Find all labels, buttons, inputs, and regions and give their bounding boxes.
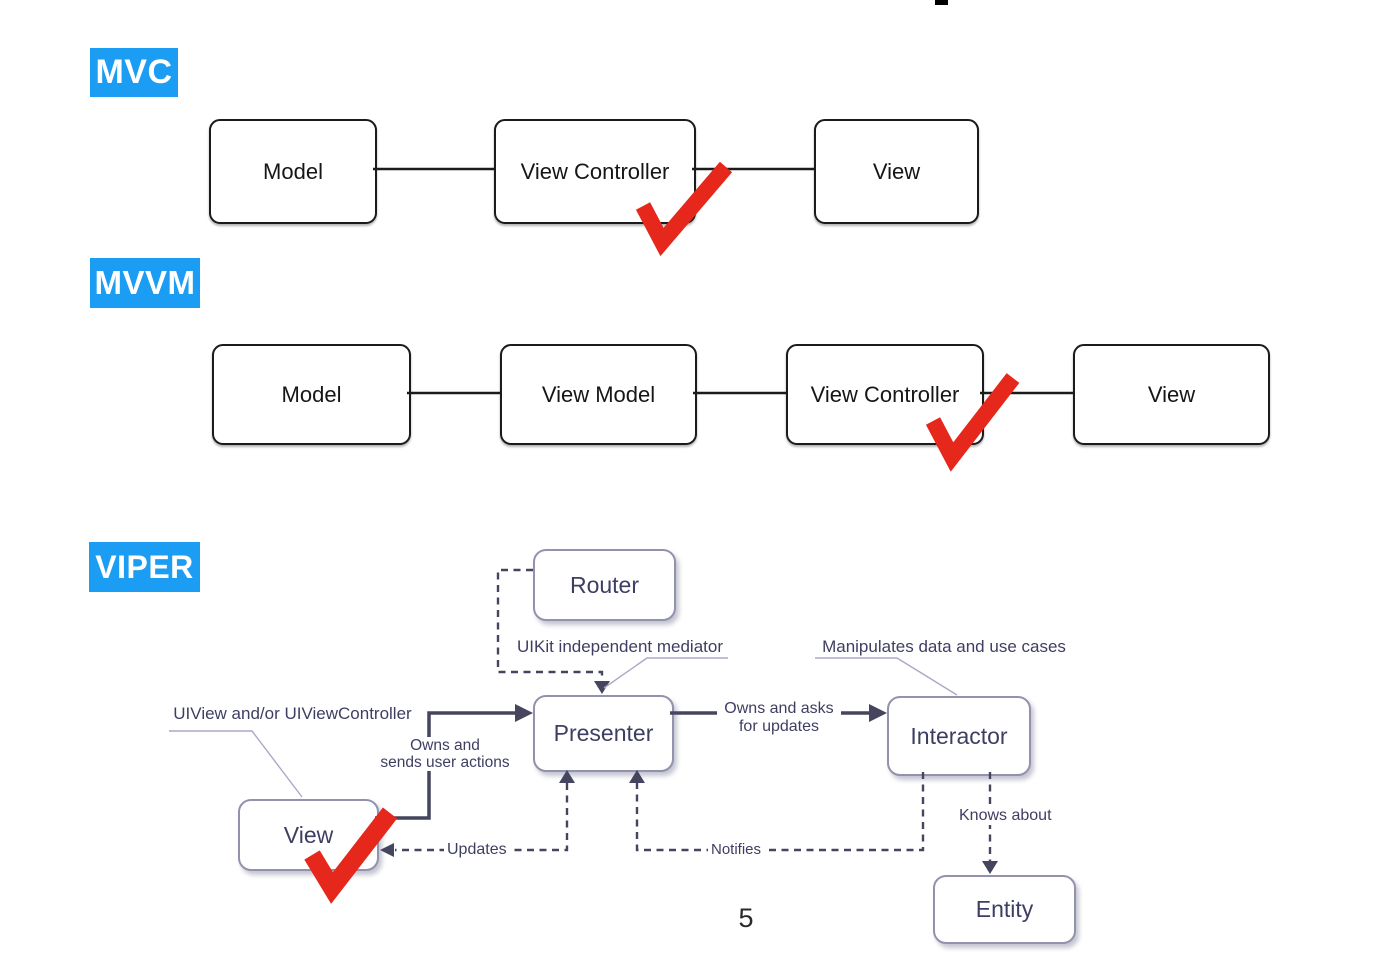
viper-router-box: Router [533,549,676,621]
mvvm-view-controller-label: View Controller [810,381,960,407]
mvc-section-tag: MVC [90,48,178,97]
mvc-view-controller-box: View Controller [494,119,696,224]
page-number: 5 [738,903,754,933]
mvc-view-controller-label: View Controller [520,158,670,184]
mvc-model-label: Model [263,158,323,184]
uikit-independent-mediator-note: UIKit independent mediator [516,637,724,656]
manipulates-callout-line [815,657,958,696]
viper-interactor-box: Interactor [887,696,1031,776]
owns-and-sends-user-actions-note: Owns and sends user actions [374,737,516,771]
mvvm-view-box: View [1073,344,1270,445]
arrowhead-into-presenter-left [515,704,533,722]
viper-entity-label: Entity [975,896,1034,922]
notifies-note: Notifies [708,841,765,858]
viper-router-label: Router [569,571,640,598]
knows-about-note: Knows about [956,807,1055,825]
viper-view-label: View [283,821,334,848]
mvvm-section-tag: MVVM [90,258,200,308]
viper-view-box: View [238,799,379,871]
arrowhead-into-view-right [380,843,394,857]
uiview-uiviewcontroller-note: UIView and/or UIViewController [173,704,412,723]
viper-section-tag: VIPER [89,542,200,592]
mvc-view-label: View [872,158,921,184]
arrowhead-into-interactor-left [869,704,887,722]
mvvm-model-box: Model [212,344,411,445]
uiview-callout-line [169,730,303,798]
arrowhead-into-entity-top [982,861,998,874]
mvvm-view-model-box: View Model [500,344,697,445]
mvvm-view-controller-box: View Controller [786,344,984,445]
uikit-callout-line [603,657,728,689]
viper-interactor-label: Interactor [910,722,1008,749]
mvvm-view-model-label: View Model [541,381,656,407]
arrowhead-into-presenter-top [594,681,610,694]
owns-and-asks-line2: for updates [738,717,820,735]
mvc-model-box: Model [209,119,377,224]
updates-note: Updates [444,841,510,859]
owns-and-asks-for-updates-note: Owns and asks for updates [717,700,841,735]
mvc-view-box: View [814,119,979,224]
viper-presenter-label: Presenter [553,720,654,746]
cropped-title-artifact [935,0,948,5]
manipulates-data-note: Manipulates data and use cases [822,637,1066,656]
mvvm-model-label: Model [281,381,342,407]
viper-entity-box: Entity [933,875,1076,944]
viper-notifies-dashed [635,772,925,852]
viper-presenter-box: Presenter [533,695,674,772]
owns-and-sends-line2: sends user actions [380,754,510,771]
mvvm-view-label: View [1147,381,1196,407]
owns-and-sends-line1: Owns and [410,737,480,754]
viper-updates-dashed [395,783,569,852]
owns-and-asks-line1: Owns and asks [724,700,834,717]
